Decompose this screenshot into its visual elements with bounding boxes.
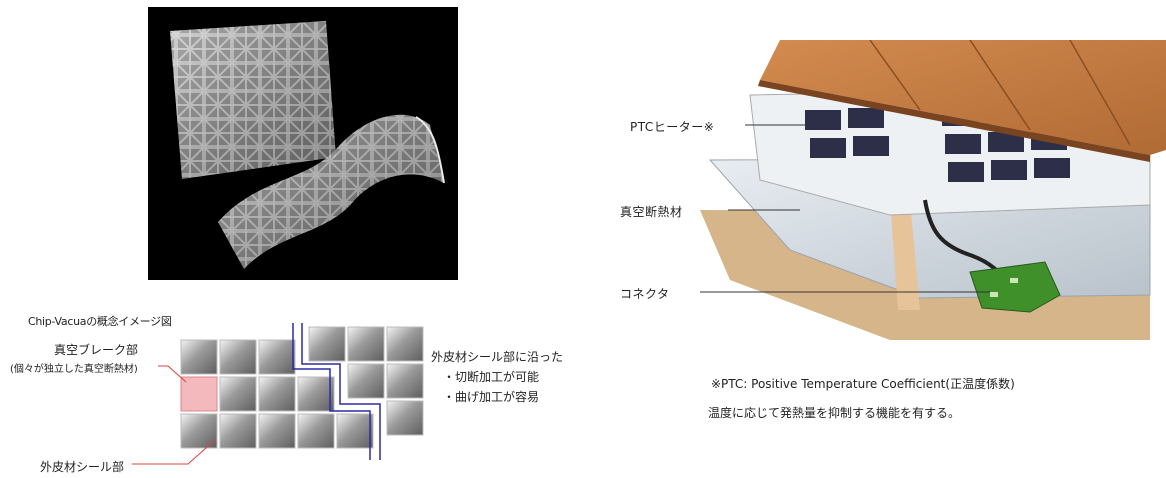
concept-diagram: 真空ブレーク部 (個々が独立した真空断熱材) 外皮材シール部 外皮材シール部に沿… [10, 320, 610, 478]
ptc-heater-label: PTCヒーター※ [630, 120, 715, 134]
floor-layers [700, 40, 1166, 340]
pointer-seal [132, 439, 216, 465]
footnote-ptc-definition: ※PTC: Positive Temperature Coefficient(正… [711, 377, 1015, 391]
pointer-vacuum-break [158, 365, 187, 383]
concept-title: Chip-Vacuaの概念イメージ図 [28, 315, 172, 328]
connector-box [969, 261, 1061, 313]
cut-line-left [292, 323, 371, 460]
footnote-ptc-function: 温度に応じて発熱量を抑制する機能を有する。 [708, 406, 961, 420]
chip-vacua-sheet-illustration [170, 21, 445, 269]
floor-heating-illustration [590, 40, 1166, 350]
cut-line-right [301, 323, 381, 460]
seal-label: 外皮材シール部 [40, 460, 125, 474]
cut-item-1: ・切断加工が可能 [443, 370, 540, 384]
connector-label: コネクタ [620, 287, 670, 301]
chip-cells [180, 326, 424, 449]
chip-grid [132, 323, 424, 465]
cut-heading-label: 外皮材シール部に沿った [431, 350, 564, 364]
vacuum-insulation-label: 真空断熱材 [620, 205, 683, 219]
vacuum-break-label: 真空ブレーク部 [54, 343, 139, 357]
vacuum-break-sublabel: (個々が独立した真空断熱材) [10, 364, 138, 375]
cut-item-2: ・曲げ加工が容易 [443, 390, 540, 404]
chip-vacua-photo [148, 7, 458, 280]
wood-flooring [760, 40, 1166, 155]
